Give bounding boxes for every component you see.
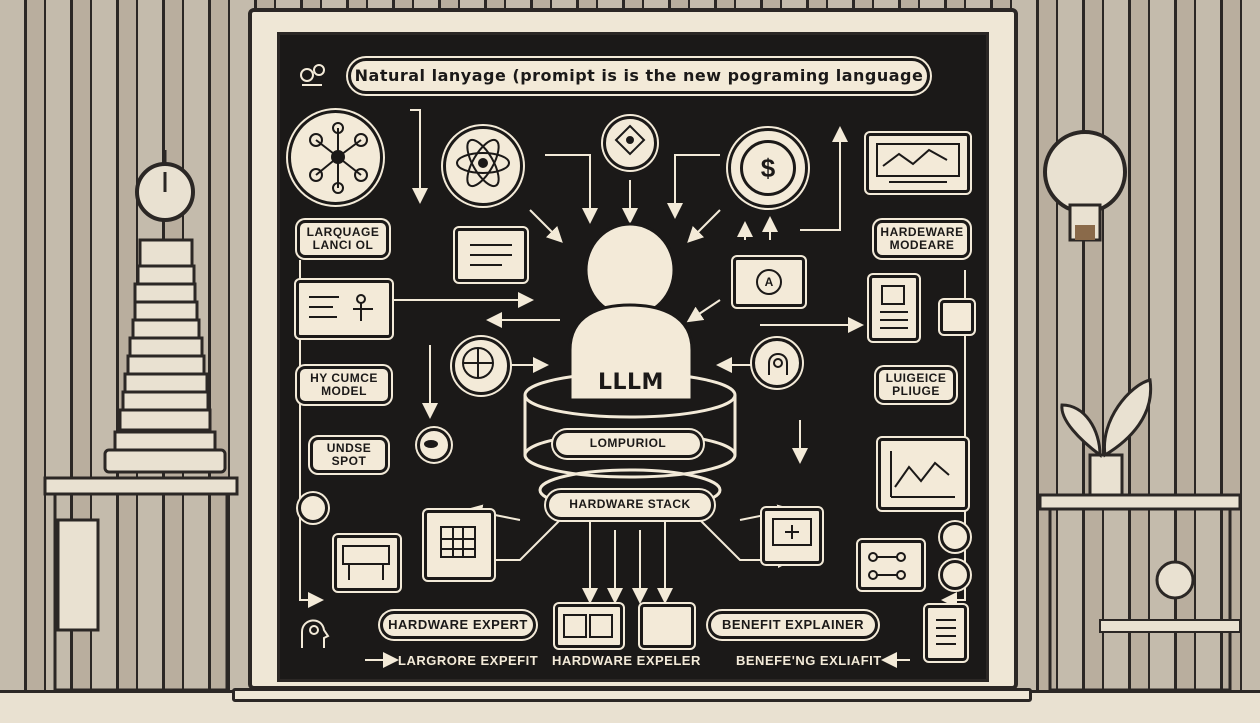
presentation-board-icon	[296, 280, 392, 338]
chart-monitor-icon	[866, 133, 970, 193]
sparkle-brand-icon	[297, 60, 327, 90]
board-base	[232, 688, 1032, 702]
head-profile-icon	[292, 608, 332, 654]
label-hardware-model: HARDEWARE MODEARE	[874, 220, 970, 258]
ring-stack	[523, 371, 737, 512]
label-language-control: LARQUAGE LANCI OL	[297, 220, 389, 258]
id-card-icon	[869, 275, 919, 341]
line-chart-icon	[878, 438, 968, 510]
dollar-symbol: $	[740, 140, 796, 196]
network-gear-icon	[640, 604, 694, 648]
open-book-icon	[555, 604, 623, 648]
person-icon	[568, 222, 694, 402]
benefit-explainer-pill: BENEFIT EXPLAINER	[708, 611, 878, 639]
diamond-node-icon	[603, 116, 657, 170]
llm-label: LLLM	[598, 370, 664, 395]
ring-label: LOMPURIOL	[553, 430, 703, 458]
hardware-stack-label: HARDWARE STACK	[546, 490, 714, 520]
footer-label-right: BENEFE'NG EXLIAFIT	[736, 653, 882, 668]
label-cumce-model: HY CUMCE MODEL	[297, 366, 391, 404]
label-luigeice-pliuge: LUIGEICE PLIUGE	[876, 367, 956, 403]
dollar-gear-icon: $	[728, 128, 808, 208]
gauge-small-icon	[940, 560, 970, 590]
atom-icon	[443, 126, 523, 206]
hardware-expert-pill: HARDWARE EXPERT	[380, 611, 536, 639]
footer-label-middle: HARDWARE EXPELER	[552, 653, 701, 668]
desk-scene-icon	[334, 535, 400, 591]
book-stack-icon	[103, 238, 227, 474]
small-gauge-icon	[417, 428, 451, 462]
label-undse-spot: UNDSE SPOT	[310, 437, 388, 473]
user-frame-icon	[940, 300, 974, 334]
grid-window-icon	[424, 510, 494, 580]
lightbulb-icon	[1043, 130, 1127, 242]
clock-small-icon	[940, 522, 970, 552]
wheel-icon	[452, 337, 510, 395]
network-hub-icon	[288, 110, 383, 205]
document-card-icon	[455, 228, 527, 282]
head-bulb-icon	[752, 338, 802, 388]
chip-icon	[298, 493, 328, 523]
people-node-icon: A	[733, 257, 805, 307]
node-letter: A	[756, 269, 782, 295]
right-shelf	[1038, 493, 1242, 692]
wall-clock-icon	[135, 150, 195, 222]
document-list-icon	[925, 605, 967, 661]
plant-icon	[1060, 378, 1153, 497]
monitor-icon	[762, 508, 822, 564]
footer-label-left: LARGRORE EXPEFIT	[398, 653, 539, 668]
flow-nodes-icon	[858, 540, 924, 590]
diagram-title: Natural lanyage (promipt is is the new p…	[348, 58, 930, 94]
